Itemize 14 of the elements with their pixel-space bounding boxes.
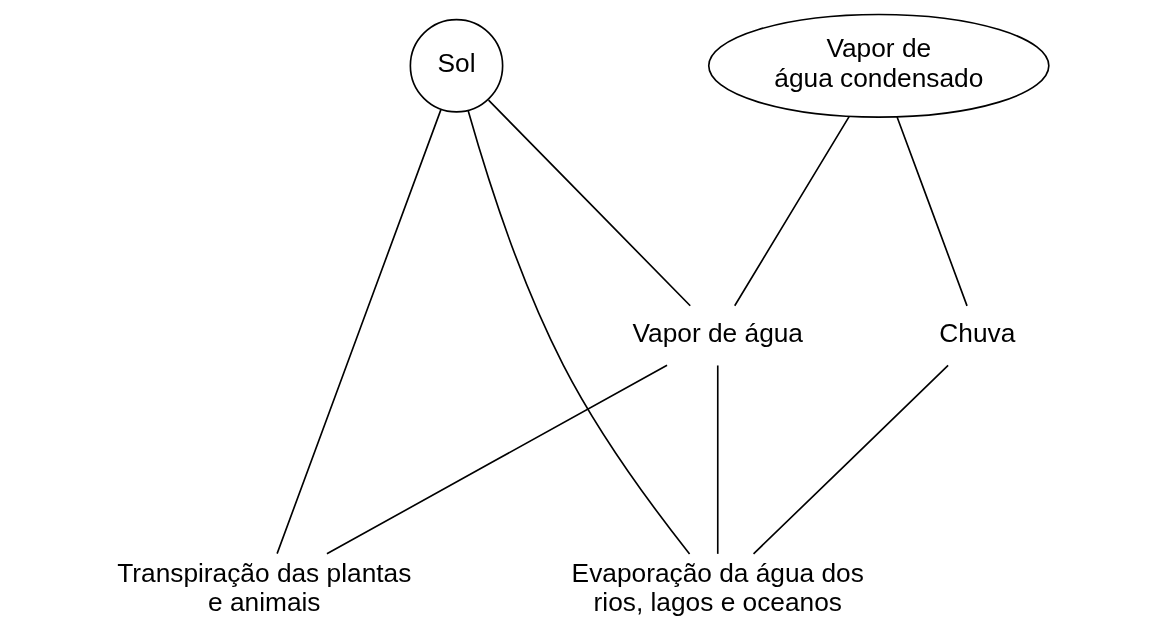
node-circle: Sol — [409, 18, 504, 113]
node-text: Transpiração das plantas e animais — [117, 557, 412, 618]
node-text: Vapor de água — [632, 317, 803, 348]
connector — [752, 364, 949, 555]
connector — [896, 116, 968, 307]
connector — [733, 115, 851, 307]
node-ellipse: Vapor de água condensado — [707, 13, 1050, 118]
connector — [487, 99, 692, 307]
connector — [716, 364, 719, 555]
connector — [276, 108, 442, 555]
node-text: Chuva — [939, 317, 1016, 348]
connector — [467, 110, 691, 555]
connector — [326, 364, 668, 555]
node-text: Evaporação da água dos rios, lagos e oceanos — [571, 557, 864, 618]
